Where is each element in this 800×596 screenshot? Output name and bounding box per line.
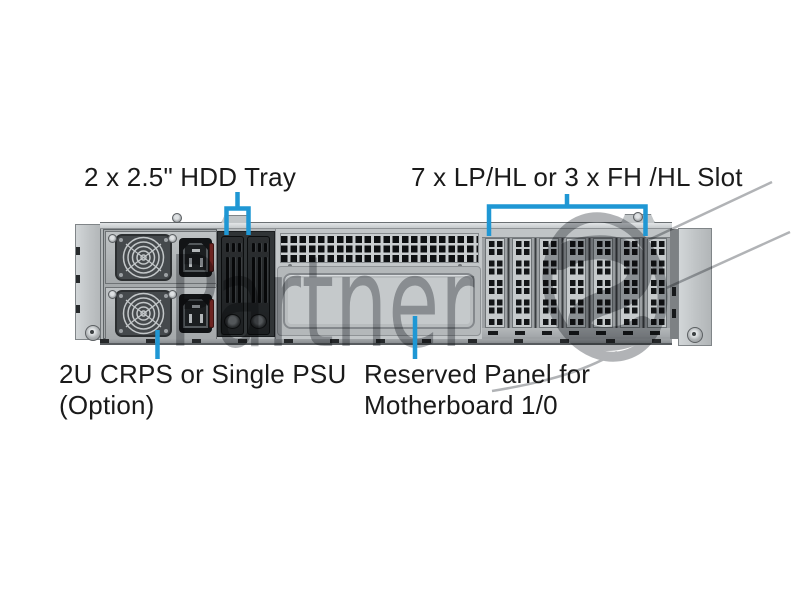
inlet-face bbox=[183, 299, 208, 328]
ear-screw bbox=[687, 327, 703, 343]
hdd-section bbox=[217, 231, 275, 337]
reserved-panel-frame bbox=[277, 266, 481, 336]
tray-vent bbox=[232, 243, 235, 252]
hdd-tray bbox=[221, 236, 244, 335]
label-psu: 2U CRPS or Single PSU(Option) bbox=[59, 359, 346, 421]
mid-section bbox=[275, 229, 482, 339]
label-reserved-line2: Motherboard 1/0 bbox=[364, 390, 558, 420]
inlet-pin bbox=[189, 314, 192, 323]
slot-bracket bbox=[486, 194, 648, 236]
tray-vent bbox=[252, 243, 255, 252]
swoosh-tail-upper bbox=[639, 180, 773, 246]
fan-grille bbox=[119, 236, 168, 279]
inlet-face bbox=[183, 243, 208, 272]
ear-tab bbox=[76, 275, 80, 283]
chassis-bottom-rail bbox=[100, 339, 672, 345]
edge-mark bbox=[672, 287, 676, 296]
hdd-tray bbox=[247, 236, 270, 335]
label-psu-line1: 2U CRPS or Single PSU bbox=[59, 359, 347, 389]
tray-latch-knob bbox=[224, 314, 241, 329]
inlet-pin bbox=[189, 258, 192, 267]
hdd-tray-bracket bbox=[224, 192, 251, 235]
swoosh-blob bbox=[548, 235, 654, 351]
psu-screw bbox=[108, 234, 117, 243]
fan-grille bbox=[119, 292, 168, 335]
ear-screw bbox=[85, 325, 101, 341]
psu-fan bbox=[115, 234, 172, 281]
tray-vent bbox=[238, 257, 241, 303]
tray-vent bbox=[258, 257, 261, 303]
ear-tab bbox=[76, 247, 80, 255]
tray-vent bbox=[252, 257, 255, 303]
pci-top-strip bbox=[482, 229, 670, 238]
tray-vent bbox=[264, 257, 267, 303]
tray-vent bbox=[238, 243, 241, 252]
label-hdd-tray: 2 x 2.5" HDD Tray bbox=[84, 162, 297, 192]
psu-screw bbox=[168, 234, 177, 243]
label-psu-line2: (Option) bbox=[59, 390, 155, 420]
ear-tab bbox=[76, 305, 80, 313]
psu-unit bbox=[105, 231, 217, 284]
psu-screw bbox=[108, 290, 117, 299]
psu-section bbox=[103, 229, 217, 340]
swoosh-tail-mid bbox=[661, 230, 791, 292]
tray-vent bbox=[258, 243, 261, 252]
inlet-pin bbox=[192, 249, 200, 252]
swoosh-ring bbox=[542, 212, 668, 362]
psu-screw bbox=[168, 290, 177, 299]
rack-ear-right bbox=[678, 228, 712, 346]
top-screw bbox=[172, 213, 182, 223]
power-inlet-c14 bbox=[179, 238, 212, 277]
tray-vent bbox=[264, 243, 267, 252]
chassis-top-rail bbox=[100, 222, 672, 229]
tray-vent bbox=[232, 257, 235, 303]
psu-latch bbox=[209, 243, 214, 272]
label-reserved-line1: Reserved Panel for bbox=[364, 359, 591, 389]
inlet-pin bbox=[192, 305, 200, 308]
rack-ear-left bbox=[75, 224, 102, 341]
reserved-panel bbox=[283, 273, 475, 329]
pci-slot-cover bbox=[512, 238, 532, 328]
swoosh-tail-lower bbox=[491, 350, 618, 393]
edge-mark bbox=[672, 309, 676, 318]
psu-fan bbox=[115, 290, 172, 337]
top-screw bbox=[633, 212, 643, 222]
tray-latch-knob bbox=[250, 314, 267, 329]
psu-unit bbox=[105, 287, 217, 340]
vent-grid bbox=[280, 233, 479, 263]
inlet-pin bbox=[200, 258, 203, 267]
psu-latch bbox=[209, 299, 214, 328]
tray-vent bbox=[226, 257, 229, 303]
watermark-text: Partner bbox=[168, 229, 475, 376]
pci-slot-cover bbox=[485, 238, 505, 328]
power-inlet-c14 bbox=[179, 294, 212, 333]
label-slots: 7 x LP/HL or 3 x FH /HL Slot bbox=[411, 162, 743, 192]
inlet-pin bbox=[200, 314, 203, 323]
tray-vent bbox=[226, 243, 229, 252]
